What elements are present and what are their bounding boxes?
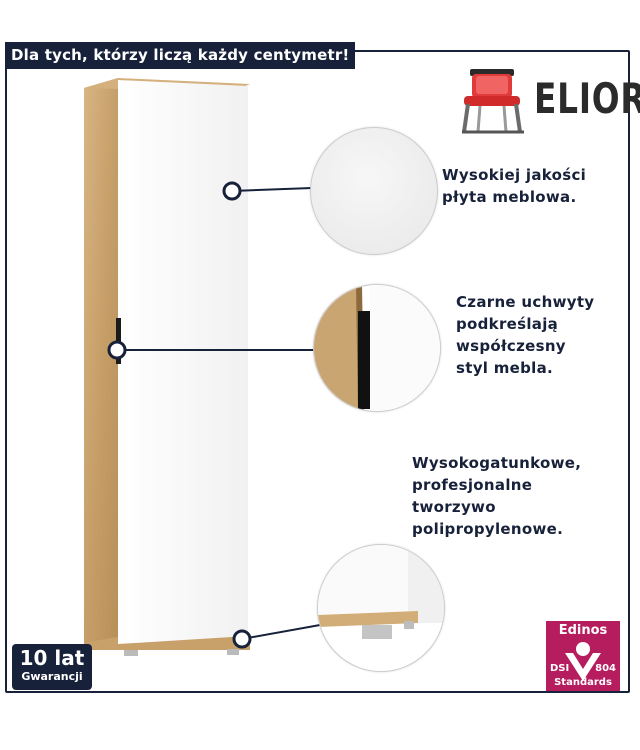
callout-line: styl mebla. [456,359,554,377]
callout-material-text: Wysokogatunkowe, profesjonalne tworzywo … [412,452,581,540]
callout-line: polipropylenowe. [412,520,564,538]
brand-logo: ELIOR [458,66,640,138]
callout-board-text: Wysokiej jakości płyta meblowa. [442,164,586,208]
cabinet-illustration [84,78,250,656]
red-chair-icon [462,69,524,134]
certification-bottom: Standards [554,677,612,688]
callout-line: współczesny [456,337,566,355]
callout-line: profesjonalne [412,476,533,494]
certification-brand: Edinos [558,623,608,638]
warranty-badge: 10 lat Gwarancji [12,644,92,690]
callout-line: Wysokiej jakości [442,166,587,184]
detail-circle-handle [313,284,441,412]
certification-right: 804 [595,663,616,674]
callout-line: Wysokogatunkowe, [412,454,582,472]
headline-banner: Dla tych, którzy liczą każdy centymetr! [5,42,356,69]
feet-closeup-icon [318,545,444,639]
pointer-dot-board [222,181,242,201]
detail-circle-board [310,127,438,255]
warranty-label: Gwarancji [21,670,83,683]
brand-name: ELIOR [534,74,640,123]
callout-handle-text: Czarne uchwyty podkreślają współczesny s… [456,291,594,379]
detail-circle-feet [317,544,445,672]
warranty-years: 10 lat [19,646,85,670]
pointer-dot-feet [232,629,252,649]
check-mark-icon [565,642,601,681]
callout-line: podkreślają [456,315,559,333]
certification-left: DSI [550,663,570,674]
pointer-dot-handle [107,340,127,360]
callout-line: Czarne uchwyty [456,293,595,311]
handle-closeup-icon [314,285,440,411]
certification-badge: Edinos DSI 804 Standards [546,621,620,691]
callout-line: płyta meblowa. [442,188,577,206]
callout-line: tworzywo [412,498,496,516]
